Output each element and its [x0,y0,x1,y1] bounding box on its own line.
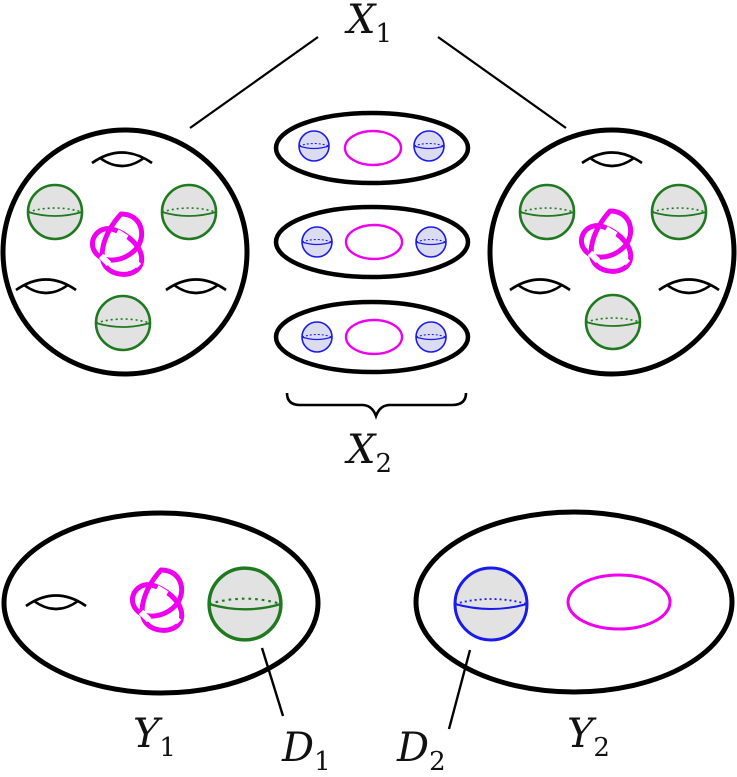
unknot-icon [566,573,672,631]
label-x1-sub: 1 [375,19,393,49]
label-y2: Y2 [567,714,610,761]
label-d1-main: D [282,725,315,771]
label-y2-main: Y [567,711,594,757]
y2-manifold [413,509,735,730]
d1-pointer [260,647,285,717]
unknot-icon [344,318,404,356]
sphere-icon [518,183,576,241]
label-d1-sub: 1 [314,747,331,777]
sphere-icon [160,183,218,241]
sphere-icon [26,183,84,241]
label-y1-main: Y [133,711,160,757]
sphere-icon [584,293,642,351]
label-x1-main: X [347,0,376,43]
sphere-icon [301,321,333,353]
left-manifold [0,127,250,377]
y1-manifold [1,510,321,717]
middle-stack [273,110,471,420]
label-d1: D1 [282,728,331,775]
middle-ellipse-3 [273,299,471,375]
label-x1: X1 [347,0,392,47]
label-x2-sub: 2 [375,449,393,479]
label-y1-sub: 1 [159,733,176,763]
label-d2-sub: 2 [429,747,446,777]
sphere-icon [94,294,152,352]
sphere-icon [453,566,529,642]
middle-ellipse-2 [273,204,471,280]
d2-pointer [447,649,472,730]
sphere-icon [415,321,447,353]
label-x2-main: X [347,427,376,473]
label-d2: D2 [397,728,446,775]
middle-ellipse-1 [273,110,471,186]
right-manifold [487,127,737,377]
x1-line-right [437,36,567,129]
sphere-icon [650,183,708,241]
label-y2-sub: 2 [593,733,610,763]
x1-line-left [189,36,319,129]
sphere-icon [301,226,333,258]
sphere-icon [207,566,283,642]
label-x2: X2 [347,430,392,477]
brace [285,392,468,420]
unknot-icon [343,129,403,167]
label-d2-main: D [397,725,430,771]
sphere-icon [415,226,447,258]
sphere-icon [298,130,330,162]
label-y1: Y1 [133,714,176,761]
sphere-icon [413,130,445,162]
unknot-icon [344,223,404,261]
